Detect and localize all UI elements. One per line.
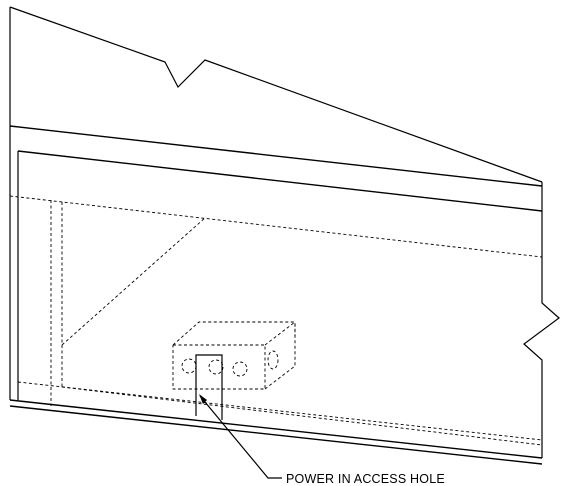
knockout-hole-2 [208, 359, 224, 375]
beam-bottom-edge [17, 150, 543, 212]
callout-label: POWER IN ACCESS HOLE [286, 472, 445, 486]
knockout-hole-1 [181, 358, 197, 374]
beam-top-edge [9, 125, 543, 187]
hidden-top-rail [9, 195, 543, 258]
hidden-bottom-rail-inner [61, 386, 543, 446]
wall-bottom-edge-inner [9, 405, 543, 465]
hidden-framing [9, 195, 543, 446]
callout-arrowhead [199, 394, 207, 404]
hidden-diagonal-brace [61, 216, 207, 346]
wall-panel [9, 126, 560, 465]
callout-power-access: POWER IN ACCESS HOLE [199, 394, 445, 486]
upper-panel-break-edge [9, 6, 543, 183]
knockout-hole-side [267, 350, 279, 370]
hidden-bottom-rail-outer [17, 381, 543, 441]
beam [9, 125, 543, 212]
power-access-hole [195, 354, 223, 420]
upper-panel [9, 6, 543, 183]
junction-box-side-face [264, 322, 296, 390]
junction-box-top-back-edge [264, 321, 296, 346]
wall-right-break-edge [523, 211, 560, 458]
callout-leader-line [199, 395, 282, 479]
junction-box-front-face [172, 344, 266, 390]
knockout-hole-3 [232, 361, 248, 377]
junction-box [172, 321, 296, 390]
wall-bottom-edge-outer [9, 399, 543, 459]
junction-box-top-face [172, 321, 296, 346]
access-hole-outline [195, 354, 223, 420]
